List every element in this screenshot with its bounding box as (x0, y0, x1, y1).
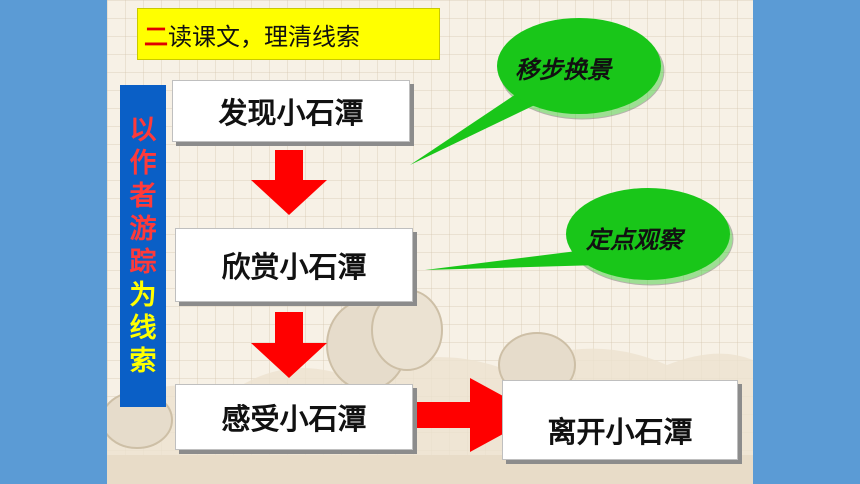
side-label-char: 者 (129, 181, 157, 212)
right-arrow (410, 378, 538, 452)
down-arrow-2 (251, 312, 327, 378)
step-feel: 感受小石潭 (175, 384, 413, 450)
step-leave: 离开小石潭 (502, 380, 738, 460)
side-label-char: 游 (129, 214, 157, 245)
section-title-text: 读课文，理清线索 (168, 22, 360, 51)
callout-moving-text: 移步换景 (515, 56, 611, 84)
callout-fixed-text: 定点观察 (586, 226, 682, 254)
down-arrow-1 (251, 150, 327, 215)
side-label-char: 踪 (129, 247, 157, 278)
section-title: 二 读课文，理清线索 (137, 8, 440, 60)
section-number: 二 (144, 22, 168, 51)
step-appreciate: 欣赏小石潭 (175, 228, 413, 302)
side-label-char: 为 (129, 280, 157, 311)
side-label-char: 作 (129, 148, 157, 179)
step-discover: 发现小石潭 (172, 80, 410, 142)
side-label-char: 线 (129, 313, 157, 344)
callout-bubble-fixed (425, 188, 734, 286)
callout-bubble-moving (410, 18, 665, 165)
side-label-char: 以 (129, 115, 157, 146)
vertical-theme-label: 以作者游踪为线索 (120, 85, 166, 407)
side-label-char: 索 (129, 346, 157, 377)
